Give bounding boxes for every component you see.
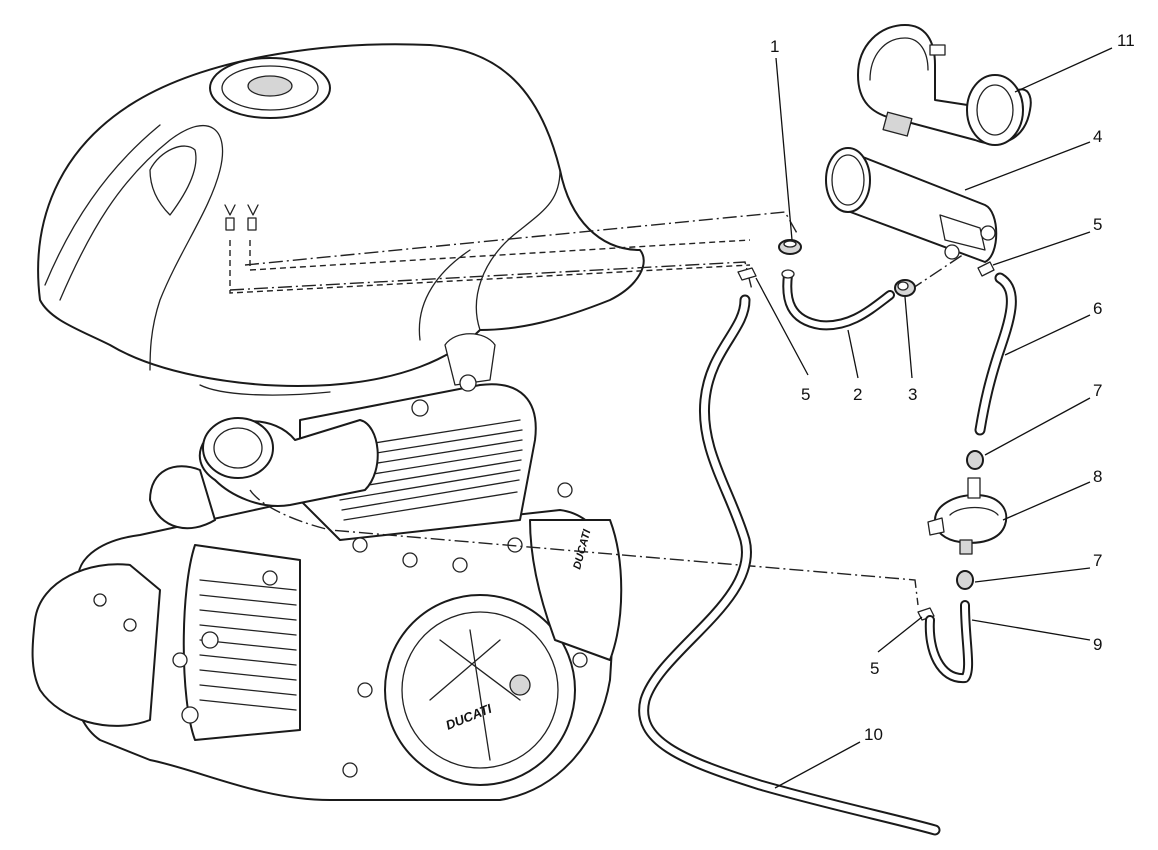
callout-6: 6 [1093, 299, 1102, 318]
callout-4: 4 [1093, 127, 1102, 146]
hose-coupler [894, 279, 916, 297]
callout-8: 8 [1093, 467, 1102, 486]
callout-9: 9 [1093, 635, 1102, 654]
engine-block: DUCATI DUCATI [31, 374, 623, 801]
hose-valve-outlet [924, 600, 974, 684]
small-clamp-right [977, 261, 995, 277]
engine-bolts [93, 374, 588, 778]
callout-7-bottom: 7 [1093, 551, 1102, 570]
callout-labels: 1 11 4 5 6 5 2 3 7 8 7 9 5 10 [770, 31, 1135, 744]
routing-lines [229, 209, 986, 606]
callout-5-canister: 5 [1093, 215, 1102, 234]
carbon-canister [825, 147, 998, 263]
callout-2: 2 [853, 385, 862, 404]
fuel-tank [37, 43, 645, 396]
hose-canister-inlet [781, 269, 895, 331]
callout-5-left: 5 [801, 385, 810, 404]
leader-lines [755, 47, 1113, 789]
callout-5-bottom: 5 [870, 659, 879, 678]
purge-valve [927, 477, 1008, 555]
callout-11: 11 [1117, 31, 1135, 50]
callout-3: 3 [908, 385, 917, 404]
hose-clamp-top [778, 239, 802, 255]
front-cylinder-fins [199, 579, 297, 711]
hose-canister-outlet [974, 272, 1017, 436]
small-clamp-left [737, 267, 757, 281]
callout-10: 10 [864, 725, 883, 744]
hose-sleeve-top [966, 450, 984, 470]
canister-bracket [857, 24, 1032, 146]
callout-1: 1 [770, 37, 779, 56]
callout-7-top: 7 [1093, 381, 1102, 400]
long-drain-hose [638, 294, 941, 836]
hose-sleeve-bottom [956, 570, 974, 590]
